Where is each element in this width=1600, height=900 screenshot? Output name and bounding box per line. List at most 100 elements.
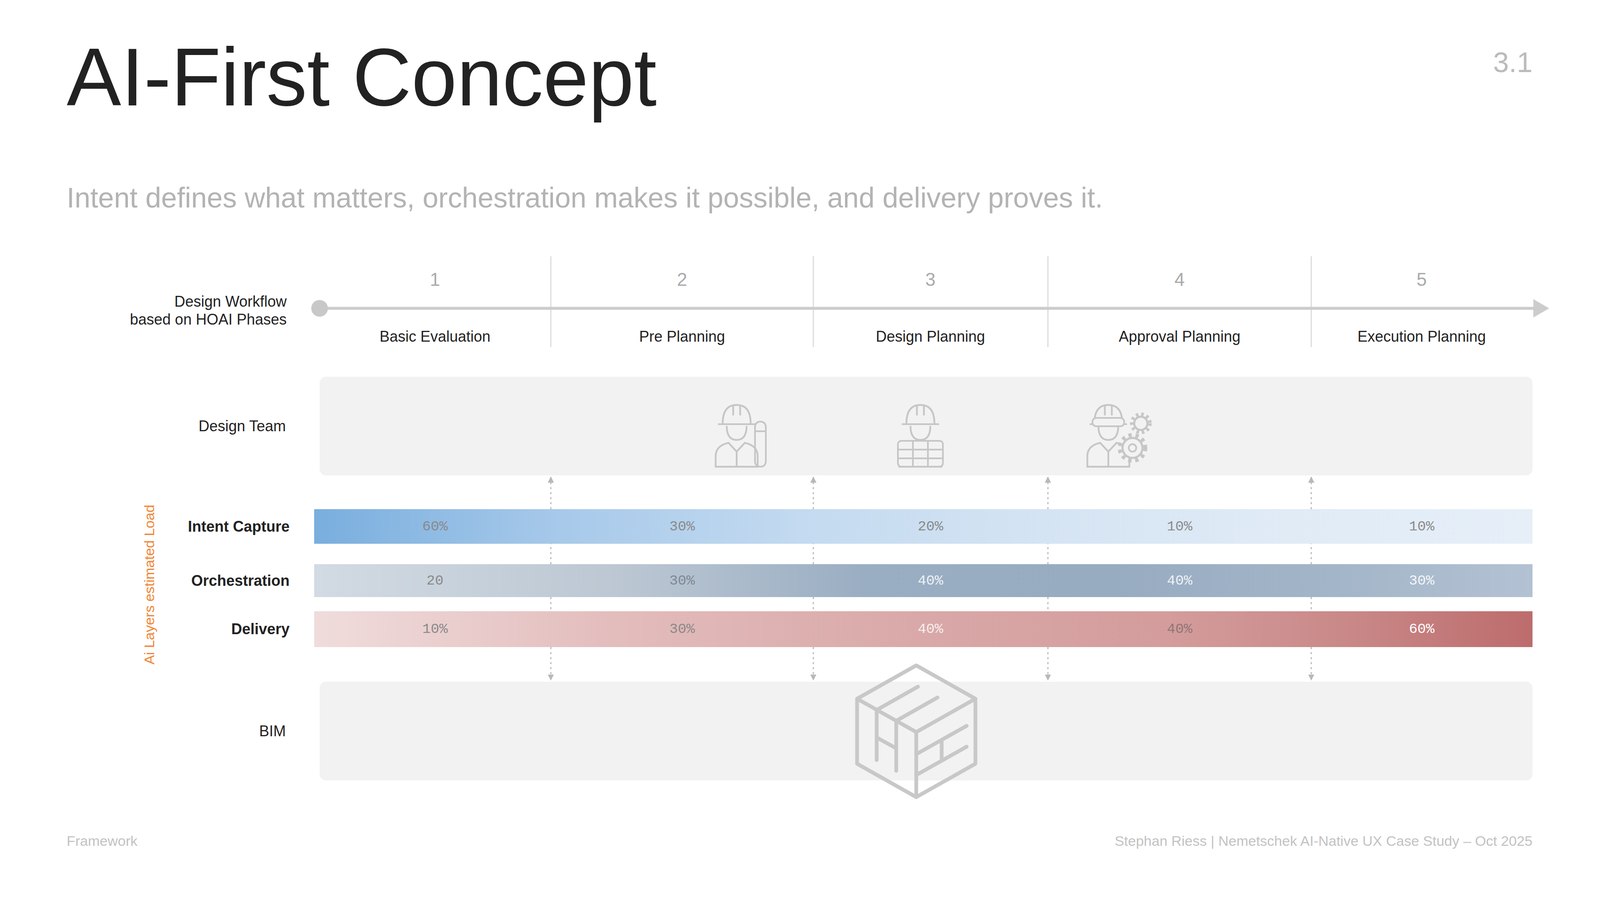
- text-holder: AI-First Concept: [66, 32, 657, 123]
- load-percent: 30%: [669, 620, 695, 638]
- worker-icon: [1087, 405, 1150, 467]
- panel-heading: BIM: [259, 722, 286, 740]
- text-holder: 1: [430, 268, 440, 291]
- text-holder: Ai Layers estimated Load: [140, 504, 158, 665]
- load-percent: 20: [426, 572, 444, 590]
- text-holder: Pre Planning: [639, 327, 725, 346]
- panel-heading: Design Team: [198, 417, 286, 435]
- phase-number: 4: [1174, 268, 1185, 291]
- text-holder: Execution Planning: [1357, 327, 1486, 346]
- load-percent: 40%: [1166, 620, 1193, 638]
- text-holder: 40%: [1166, 620, 1193, 638]
- load-band: Intent Capture60%30%20%10%10%: [314, 509, 1533, 544]
- text-holder: Intent defines what matters, orchestrati…: [66, 180, 1103, 215]
- load-percent: 40%: [1166, 572, 1193, 590]
- load-band: Orchestration2030%40%40%30%: [314, 564, 1533, 598]
- timeline-axis-part: [311, 300, 328, 317]
- bim-cube-icon-part: [857, 665, 976, 798]
- text-holder: Intent Capture: [187, 517, 290, 536]
- text-holder: Framework: [66, 832, 138, 850]
- band-heading: Orchestration: [191, 571, 290, 590]
- worker-icon-part: [897, 448, 943, 451]
- worker-icon-part: [1131, 414, 1150, 433]
- load-percent: 30%: [1408, 572, 1435, 590]
- phase-name: Design Planning: [875, 327, 985, 346]
- text-holder: Design Workflow based on HOAI Phases: [78, 292, 287, 329]
- worker-icon-part: [897, 440, 943, 467]
- bim-panel: BIM: [319, 681, 1533, 781]
- axis-label: Ai Layers estimated Load: [140, 504, 158, 665]
- worker-icon-part: [715, 405, 758, 467]
- worker-icon-part: [755, 421, 766, 467]
- worker-icon-part: [1122, 437, 1143, 458]
- text-holder: 40%: [917, 620, 943, 638]
- phase-separators-part: [1047, 256, 1049, 348]
- worker-icon: [715, 405, 766, 467]
- text-holder: 40%: [917, 572, 943, 590]
- text-holder: Basic Evaluation: [379, 327, 491, 346]
- phase-name: Execution Planning: [1357, 327, 1486, 346]
- text-holder: Orchestration: [191, 571, 290, 590]
- text-holder: 4: [1174, 268, 1185, 291]
- phase-number: 3: [925, 268, 936, 291]
- worker-icon-part: [1134, 416, 1148, 430]
- worker-icon-part: [755, 430, 766, 433]
- phase-name: Basic Evaluation: [379, 327, 491, 346]
- load-percent: 30%: [669, 517, 695, 535]
- phase-separators-part: [550, 256, 552, 348]
- slide-title: AI-First Concept: [66, 32, 657, 123]
- text-holder: 40%: [1166, 572, 1193, 590]
- text-holder: 60%: [1408, 620, 1435, 638]
- text-holder: Approval Planning: [1118, 327, 1241, 346]
- text-holder: Design Planning: [875, 327, 985, 346]
- footer-note: Stephan Riess | Nemetschek AI-Native UX …: [1114, 832, 1533, 850]
- team-panel: Design Team: [319, 376, 1533, 476]
- phase-separators: [550, 256, 1312, 348]
- text-holder: 30%: [669, 572, 695, 590]
- phase-separators-part: [812, 256, 815, 348]
- text-holder: 20: [426, 572, 444, 590]
- band-heading: Intent Capture: [187, 517, 290, 536]
- load-percent: 10%: [1166, 517, 1193, 535]
- worker-icon-part: [1119, 435, 1146, 461]
- text-holder: 60%: [422, 517, 448, 535]
- bim-cube-icon-part: [857, 698, 976, 798]
- text-holder: 30%: [669, 620, 695, 638]
- footer-note: Framework: [66, 832, 138, 850]
- text-holder: 10%: [1166, 517, 1193, 535]
- timeline-axis: [311, 299, 1550, 318]
- text-holder: 3: [925, 268, 936, 291]
- bim-cube-icon-part: [916, 725, 967, 775]
- band-heading: Delivery: [231, 620, 290, 638]
- load-percent: 10%: [1408, 517, 1435, 535]
- page-number: 3.1: [1492, 45, 1533, 80]
- worker-icon-part: [927, 440, 929, 467]
- bim-cube-icon: [857, 665, 976, 798]
- load-percent: 60%: [422, 517, 448, 535]
- phase-number: 5: [1416, 268, 1427, 291]
- load-band: Delivery10%30%40%40%60%: [314, 611, 1533, 648]
- text-holder: BIM: [259, 722, 286, 740]
- load-percent: 30%: [669, 572, 695, 590]
- panel-ground-part: [319, 681, 1533, 781]
- text-holder: 3.1: [1492, 45, 1533, 80]
- worker-icon-part: [912, 440, 914, 467]
- text-holder: 30%: [669, 517, 695, 535]
- worker-icon-part: [897, 457, 943, 460]
- slide-subtitle: Intent defines what matters, orchestrati…: [66, 180, 1103, 215]
- worker-icon: [897, 405, 943, 467]
- worker-icon-part: [1128, 444, 1137, 452]
- load-percent: 20%: [917, 517, 943, 535]
- load-percent: 60%: [1408, 620, 1435, 638]
- phase-name: Pre Planning: [639, 327, 725, 346]
- worker-icon-part: [1092, 417, 1125, 427]
- text-holder: 2: [677, 268, 688, 291]
- timeline-axis-part: [1533, 299, 1550, 318]
- text-holder: 5: [1416, 268, 1427, 291]
- load-percent: 40%: [917, 620, 943, 638]
- bim-cube-icon-part: [876, 710, 897, 771]
- phase-name: Approval Planning: [1118, 327, 1241, 346]
